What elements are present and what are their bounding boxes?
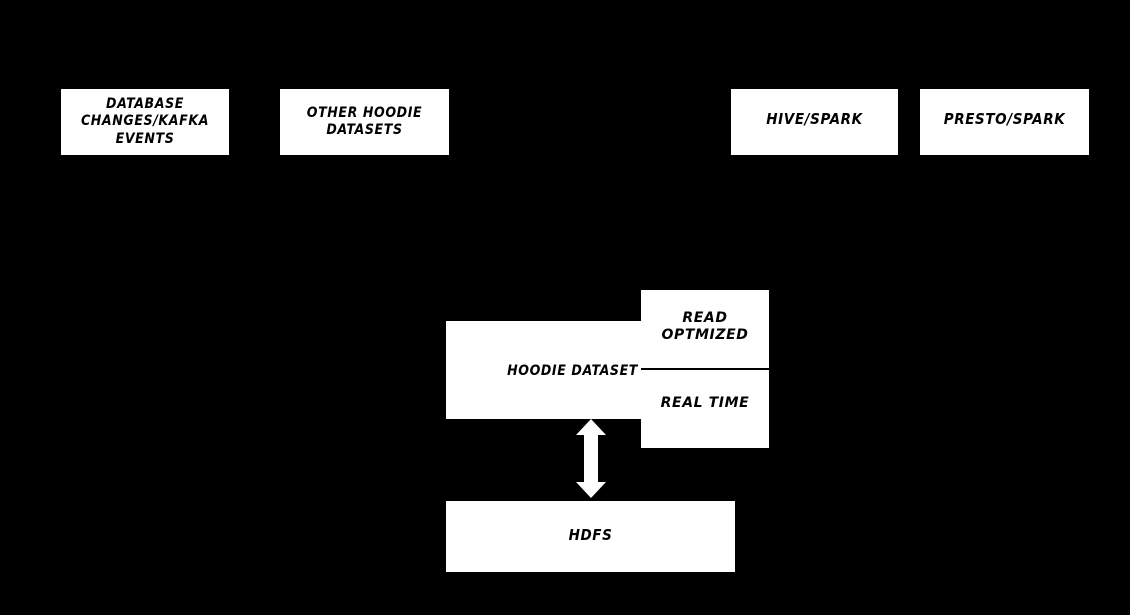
node-label: HOODIE DATASET [507,363,638,380]
node-label: HDFS [568,526,613,545]
node-label: PRESTO/SPARK [943,109,1066,128]
node-label: DATABASE CHANGES/KAFKA EVENTS [80,96,210,147]
node-read-optimized-view[interactable]: READ OPTMIZED [641,290,769,370]
node-database-changes-kafka-events[interactable]: DATABASE CHANGES/KAFKA EVENTS [61,89,229,155]
node-label: READ OPTMIZED [661,309,749,343]
node-label: REAL TIME [660,395,750,412]
node-other-hoodie-datasets[interactable]: OTHER HOODIE DATASETS [280,89,449,155]
node-label: HIVE/SPARK [766,109,863,128]
node-presto-spark[interactable]: PRESTO/SPARK [920,89,1089,155]
node-label: OTHER HOODIE DATASETS [306,104,423,138]
node-hoodie-dataset[interactable]: HOODIE DATASET [446,321,641,419]
node-real-time-view[interactable]: REAL TIME [641,370,769,448]
node-hive-spark[interactable]: HIVE/SPARK [731,89,898,155]
node-hdfs[interactable]: HDFS [446,501,735,572]
panel-dataset-views: READ OPTMIZED REAL TIME [641,290,769,448]
double-headed-vertical-arrow-icon [576,419,606,498]
